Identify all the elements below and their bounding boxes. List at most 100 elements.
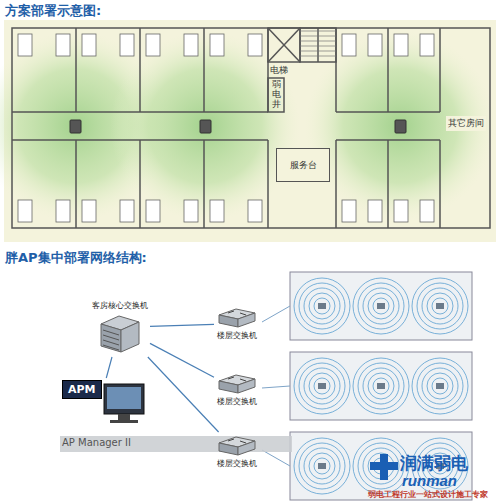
bed [146,200,160,222]
bed [420,200,434,222]
bed [184,200,198,222]
icon-face [121,322,139,352]
coverage-ring [363,288,399,324]
ap-device [318,463,326,469]
vertical-text: 弱电井 [272,80,281,110]
icon-arrow [228,311,246,315]
ap-device [377,303,385,309]
coverage-ring [422,288,458,324]
bed [18,200,32,222]
floor-switch: 楼层交换机 [216,434,258,469]
stair-step [300,31,336,32]
icon-slot [103,330,119,335]
coverage-ring [373,298,389,314]
coverage-ring [422,368,458,404]
bed [82,34,96,56]
bed [184,34,198,56]
stair-step [300,51,336,52]
ap-device [318,383,326,389]
coverage-ring [417,283,463,329]
node-text: 客房核心交换机 [92,300,148,311]
icon-arrow [228,377,246,381]
service-desk: 服务台 [276,148,330,182]
icon-face [219,315,238,327]
icon-face [238,379,255,393]
title-text: 方案部署示意图: [5,2,101,20]
icon-face [219,381,238,393]
coverage-ring [412,358,468,414]
switch-icon [216,373,258,395]
watermark-latin: runman [402,472,457,489]
watermark-latin-text: runman [402,472,457,489]
coverage-ring [368,373,394,399]
floor-plans [290,272,472,500]
node-text: 楼层交换机 [216,330,258,341]
bed [368,200,382,222]
bed [146,34,160,56]
stair-step [300,41,336,42]
ap-device [436,303,444,309]
coverage-ring [427,373,453,399]
watermark-slogan: 弱电工程行业一站式设计施工专家 [368,489,488,500]
bed [56,34,70,56]
apm-manager: APMAP Manager II [62,380,131,448]
ap-device [318,303,326,309]
coverage-ring [358,443,404,489]
coverage-ring [373,378,389,394]
floor-switch: 楼层交换机 [216,372,258,407]
coverage-ring [363,448,399,484]
walls [12,28,490,228]
coverage-ring [309,453,335,479]
bed [342,34,356,56]
coverage-ring [314,298,330,314]
stair-step [300,56,336,57]
coverage-ring [299,283,345,329]
icon-slot [103,340,119,345]
stair-step [300,46,336,47]
core-switch: 客房核心交换机 [92,300,148,355]
connector [150,324,214,326]
room-label: 其它房间 [446,116,486,131]
coverage-ring [432,298,448,314]
product-name: AP Manager II [62,437,131,448]
shaft-box: 弱电井 [269,79,283,112]
bed [248,200,262,222]
watermark-brand-text: 润满弱电 [400,452,468,475]
bed [210,200,224,222]
coverage-ring [309,373,335,399]
switch-icon [216,307,258,329]
logo-mark [370,454,398,480]
bed [342,200,356,222]
bed [120,34,134,56]
coverage-ring [432,378,448,394]
beds [18,34,434,222]
coverage-ring [294,358,350,414]
node-text: 电梯 [270,64,288,77]
coverage-ring [309,293,335,319]
bed [394,34,408,56]
coverage-ring [304,448,340,484]
stair-step [300,36,336,37]
ap-device [377,383,385,389]
stairs [300,31,336,56]
coverage-ring [353,278,409,334]
coverage-rings [294,278,468,494]
node-text: 其它房间 [448,117,484,130]
bed [210,34,224,56]
coverage-ring [368,293,394,319]
coverage-ring [314,458,330,474]
coverage-ring [353,358,409,414]
switch-icon [216,435,258,457]
bed [420,34,434,56]
coverage-ring [417,363,463,409]
section-title: 胖AP集中部署网络结构: [5,249,147,267]
coverage-ring [304,288,340,324]
node-text: 楼层交换机 [216,396,258,407]
coverage-ring [294,278,350,334]
connector [106,357,112,378]
coverage-ring [314,378,330,394]
coverage-ring [358,363,404,409]
coverage-ring [363,368,399,404]
ap-devices [70,120,406,133]
